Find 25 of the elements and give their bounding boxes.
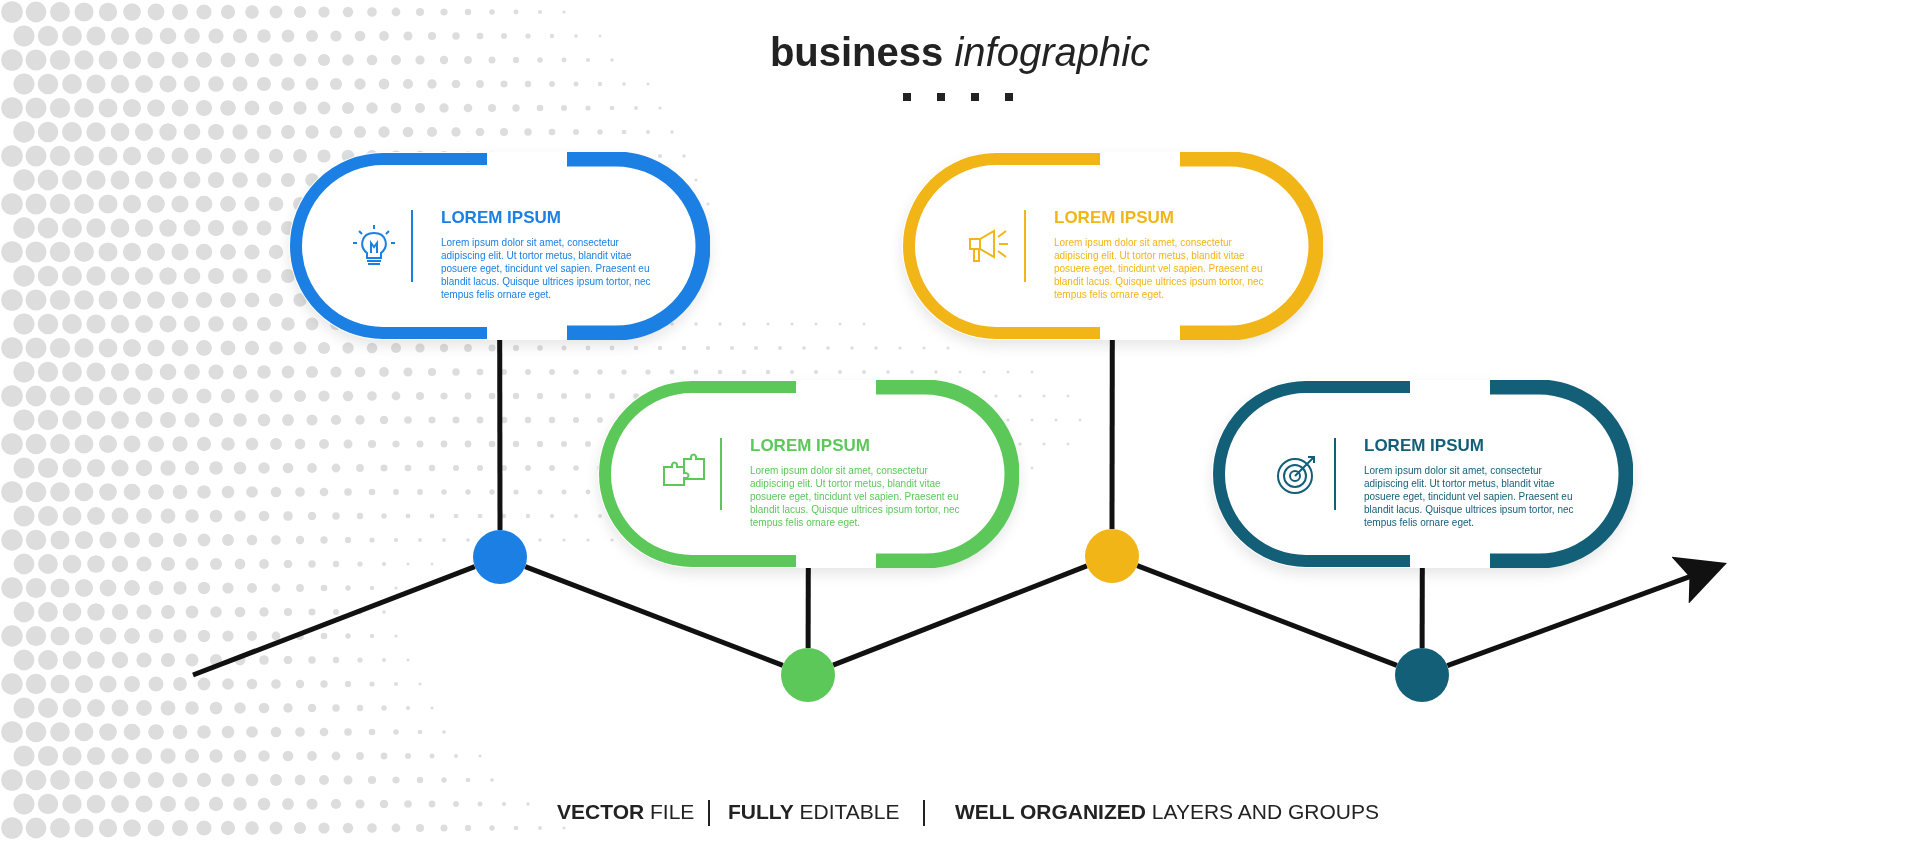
timeline-arrow [1446, 556, 1727, 669]
timeline-dot [1085, 529, 1139, 583]
connector-line [497, 340, 503, 530]
timeline-line [524, 564, 784, 668]
timeline-dot [473, 530, 527, 584]
timeline-line [832, 563, 1088, 668]
card-heading: LOREM IPSUM [1054, 208, 1174, 228]
feature-label: VECTOR FILE [557, 800, 695, 824]
card-description: Lorem ipsum dolor sit amet, consectetur adipiscing elit. Ut tortor metus, blandit vitae posuere eget, tincidunt vel sapien. Praesent eu blandit lacus. Quisque ultrices ipsum tortor, nec tempus felis ornare eget. [750, 464, 961, 529]
timeline-dot [1395, 648, 1449, 702]
connector-line [805, 568, 811, 648]
feature-label: FULLY EDITABLE [728, 800, 900, 824]
card-heading: LOREM IPSUM [1364, 436, 1484, 456]
connector-line [1419, 568, 1425, 648]
card-heading: LOREM IPSUM [750, 436, 870, 456]
feature-label: WELL ORGANIZED LAYERS AND GROUPS [955, 800, 1379, 824]
card-description: Lorem ipsum dolor sit amet, consectetur adipiscing elit. Ut tortor metus, blandit vitae posuere eget, tincidunt vel sapien. Praesent eu blandit lacus. Quisque ultrices ipsum tortor, nec tempus felis ornare eget. [441, 236, 652, 301]
connector-line [1109, 340, 1115, 529]
title: business infographic [769, 30, 1151, 74]
timeline-line [1136, 563, 1398, 668]
card-description: Lorem ipsum dolor sit amet, consectetur adipiscing elit. Ut tortor metus, blandit vitae posuere eget, tincidunt vel sapien. Praesent eu blandit lacus. Quisque ultrices ipsum tortor, nec tempus felis ornare eget. [1364, 464, 1575, 529]
timeline-line [192, 564, 476, 678]
card-description: Lorem ipsum dolor sit amet, consectetur adipiscing elit. Ut tortor metus, blandit vitae posuere eget, tincidunt vel sapien. Praesent eu blandit lacus. Quisque ultrices ipsum tortor, nec tempus felis ornare eget. [1054, 236, 1265, 301]
card-heading: LOREM IPSUM [441, 208, 561, 228]
timeline-dot [781, 648, 835, 702]
